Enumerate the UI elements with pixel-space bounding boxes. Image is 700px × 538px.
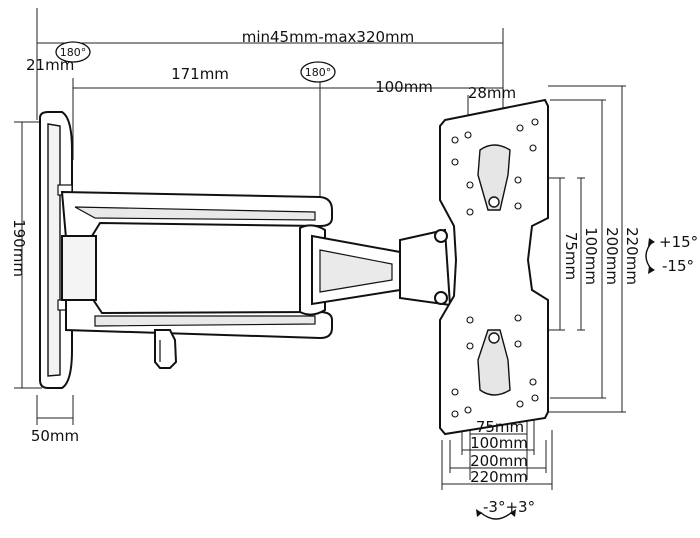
lower-arm bbox=[65, 294, 333, 340]
arm-length-2-label: 100mm bbox=[375, 78, 433, 96]
wall-plate-width-label: 50mm bbox=[31, 427, 79, 445]
vesa-vertical-75-label: 75mm bbox=[562, 232, 580, 280]
swivel-label: -3°+3° bbox=[483, 498, 535, 516]
pivot-block bbox=[61, 224, 421, 316]
vesa-plate bbox=[439, 98, 549, 436]
vesa-horizontal-75-label: 75mm bbox=[476, 418, 524, 436]
bracket-depth-label: 28mm bbox=[468, 84, 516, 102]
upper-arm bbox=[60, 190, 333, 240]
overall-extension-label: min45mm-max320mm bbox=[242, 28, 415, 46]
swivel-joint bbox=[399, 228, 452, 307]
vesa-vertical-200-label: 200mm bbox=[603, 227, 621, 285]
wall-plate bbox=[39, 111, 73, 389]
rotation-badge-wall-label: 180° bbox=[60, 46, 87, 59]
rotation-badge-arm: 180° bbox=[300, 61, 336, 83]
rotation-badge-wall: 180° bbox=[55, 41, 91, 63]
rotation-badge-arm-label: 180° bbox=[305, 66, 332, 79]
vesa-horizontal-220-label: 220mm bbox=[470, 468, 528, 486]
vesa-vertical-100-label: 100mm bbox=[582, 227, 600, 285]
tilt-indicator: +15° -15° bbox=[645, 233, 698, 275]
vesa-vertical-220-label: 220mm bbox=[623, 227, 641, 285]
dimension-lines bbox=[14, 8, 626, 490]
tilt-up-label: +15° bbox=[659, 233, 698, 251]
tilt-down-label: -15° bbox=[662, 257, 694, 275]
swivel-indicator: -3°+3° bbox=[476, 498, 535, 520]
vesa-horizontal-100-label: 100mm bbox=[470, 434, 528, 452]
arm-length-1-label: 171mm bbox=[171, 65, 229, 83]
vesa-horizontal-200-label: 200mm bbox=[470, 452, 528, 470]
cable-clip bbox=[154, 329, 178, 369]
wall-plate-height-label: 190mm bbox=[10, 219, 28, 277]
wall-plate-offset-label: 21mm bbox=[26, 56, 74, 74]
